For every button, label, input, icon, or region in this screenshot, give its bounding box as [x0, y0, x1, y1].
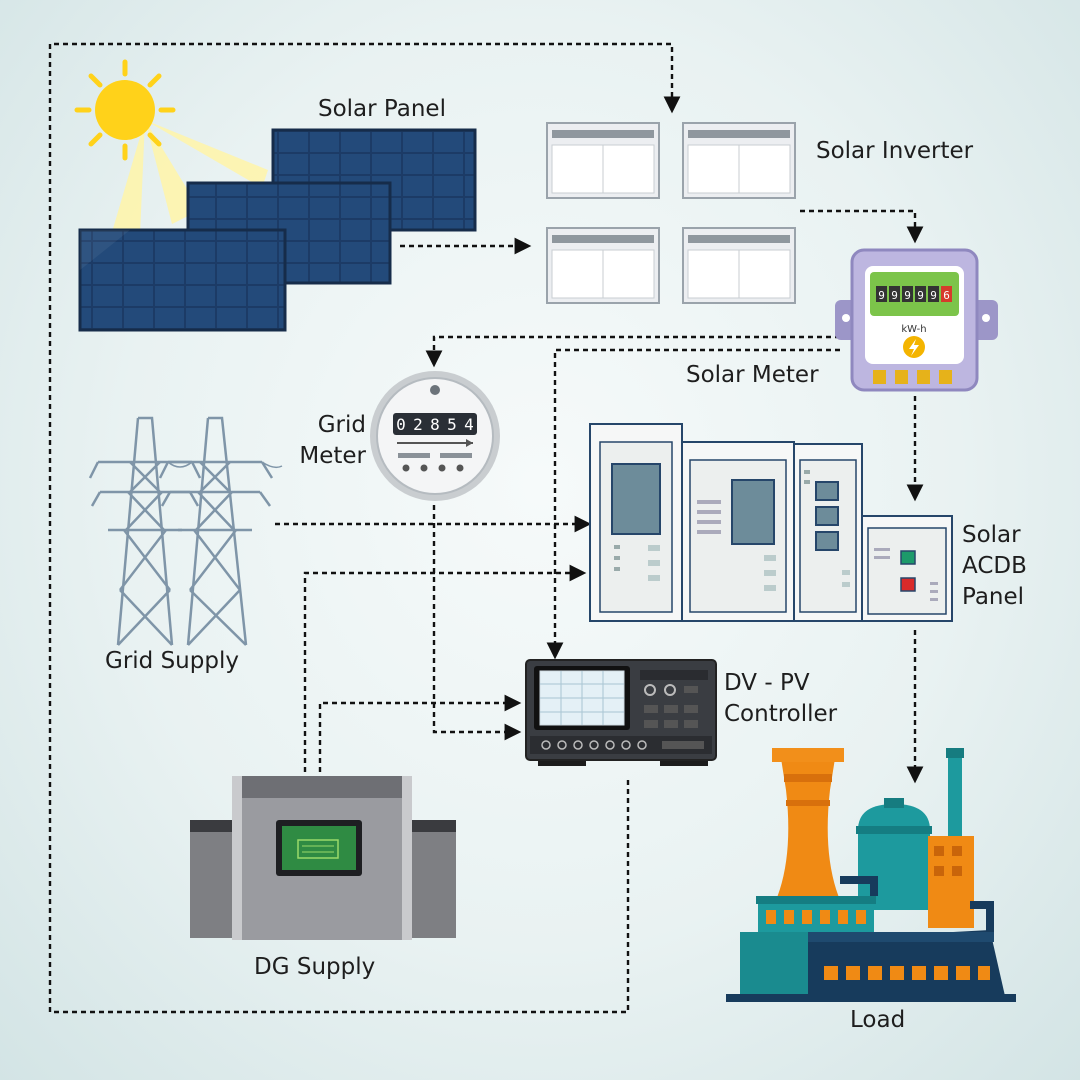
inverter-unit [682, 122, 796, 199]
label-solar-acdb-line: Solar [962, 522, 1021, 548]
grid-meter-digit: 0 [396, 415, 406, 434]
solar-panel-array [78, 128, 477, 332]
label-solar-panel: Solar Panel [318, 96, 446, 122]
solar-meter-digit: 9 [904, 289, 911, 302]
label-controller-line: DV - PV [724, 670, 810, 696]
label-controller-line: Controller [724, 701, 838, 728]
connector-inverter-to-meter [800, 209, 924, 244]
connector-gridmeter-to-controller [432, 505, 522, 741]
label-controller: DV - PV Controller [724, 668, 837, 730]
load-factory-icon [726, 748, 1016, 1002]
grid-meter: 0 2 8 5 4 [370, 371, 500, 501]
grid-meter-digit: 4 [464, 415, 474, 434]
solar-meter-digit: 9 [891, 289, 898, 302]
solar-meter-digits: 9 9 9 9 9 6 [876, 286, 952, 302]
solar-acdb-panel [589, 423, 953, 622]
grid-meter-digit: 5 [447, 415, 457, 434]
solar-meter-digit: 9 [917, 289, 924, 302]
connector-lines [48, 42, 924, 1014]
label-grid-supply: Grid Supply [105, 648, 239, 674]
label-grid-meter: Grid Meter [292, 410, 366, 472]
grid-meter-digit: 2 [413, 415, 423, 434]
label-grid-meter-line: Meter [299, 443, 366, 470]
solar-meter-digit: 9 [878, 289, 885, 302]
sun-icon [74, 59, 268, 235]
label-load: Load [850, 1007, 906, 1033]
solar-meter: 9 9 9 9 9 6 kW-h [835, 248, 998, 392]
solar-meter-unit: kW-h [901, 324, 926, 335]
grid-meter-digit: 8 [430, 415, 440, 434]
solar-meter-digit: 9 [930, 289, 937, 302]
label-solar-inverter: Solar Inverter [816, 138, 974, 164]
inverter-unit [546, 227, 660, 304]
transmission-tower-icon [88, 416, 283, 646]
label-solar-acdb-line: ACDB [962, 553, 1027, 580]
connector-meter-to-gridmeter [425, 335, 840, 368]
connector-dg-to-controller [318, 694, 522, 772]
inverter-unit [546, 122, 660, 199]
label-dg-supply: DG Supply [254, 954, 376, 980]
label-solar-meter: Solar Meter [686, 362, 819, 388]
lightning-icon [903, 336, 925, 358]
label-solar-acdb-line: Panel [962, 584, 1025, 611]
solar-panel-front [78, 228, 287, 332]
connector-dg-to-acdb [303, 564, 587, 772]
label-grid-meter-line: Grid [317, 412, 366, 438]
dg-supply-generator [190, 776, 456, 940]
dv-pv-controller [525, 659, 717, 766]
inverter-unit [682, 227, 796, 304]
grid-meter-digits: 0 2 8 5 4 [396, 415, 474, 434]
solar-inverter-group [546, 122, 796, 304]
connector-meter-to-controller [546, 348, 840, 660]
label-solar-acdb-panel: Solar ACDB Panel [962, 520, 1027, 613]
solar-meter-digit: 6 [943, 289, 950, 302]
connector-loop-outer [48, 42, 681, 1014]
